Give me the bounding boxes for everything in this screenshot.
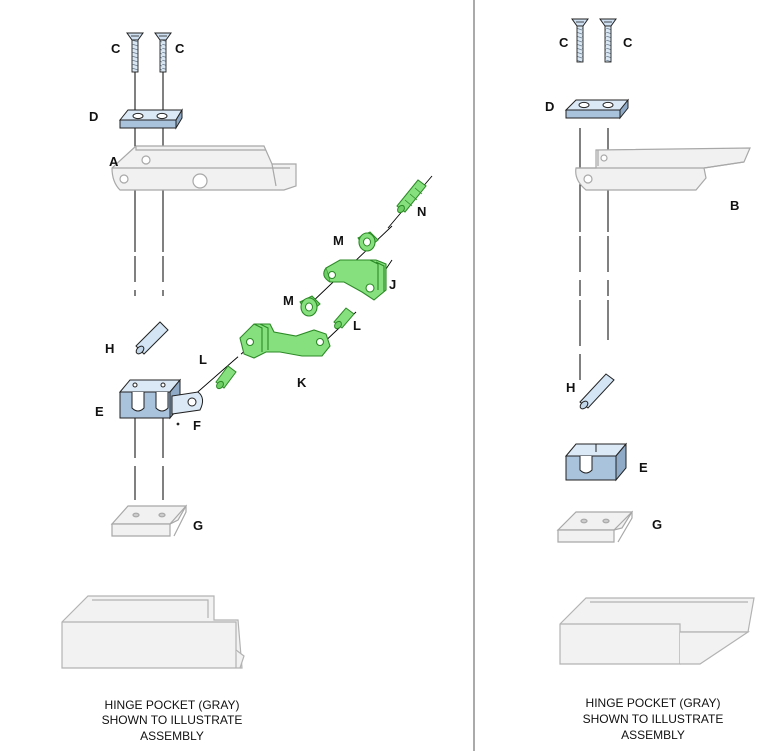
label-m-upper: M [333,233,344,248]
label-g-right: G [652,517,662,532]
caption-left-line-3: ASSEMBLY [140,729,204,743]
link-j [323,259,387,301]
label-c-right-1: C [559,35,569,50]
label-e-right: E [639,460,648,475]
plate-d-right [564,98,630,120]
caption-right-line-3: ASSEMBLY [621,728,685,742]
pin-h-left [135,321,169,355]
base-g-right [556,510,634,543]
screw-c-left-1 [126,32,144,73]
label-e: E [95,404,104,419]
label-h: H [105,341,114,356]
pin-l-left [215,365,237,390]
caption-right-line-2: SHOWN TO ILLUSTRATE [583,712,724,726]
screw-c-right-1 [571,18,589,63]
hinge-a [111,145,297,191]
label-h-right: H [566,380,575,395]
caption-left: HINGE POCKET (GRAY) SHOWN TO ILLUSTRATE … [102,698,243,743]
screw-c-right-2 [599,18,617,63]
left-panel: C C D A N M J M L H L K E F G HINGE POCK… [61,32,433,743]
label-c-2: C [175,41,185,56]
caption-right: HINGE POCKET (GRAY) SHOWN TO ILLUSTRATE … [583,696,724,742]
label-l-left: L [199,352,207,367]
label-b: B [730,198,739,213]
caption-right-line-1: HINGE POCKET (GRAY) [586,696,721,710]
caption-left-line-2: SHOWN TO ILLUSTRATE [102,713,243,727]
label-k: K [297,375,307,390]
block-e-left [118,378,204,426]
right-panel: C C D B H E G HINGE POCKET (GRAY) SHOWN … [545,18,755,742]
label-d-right: D [545,99,554,114]
hinge-b [575,147,751,191]
axis-lines-left [134,70,164,500]
bushing-m-lower [299,295,321,317]
label-l-right: L [353,318,361,333]
block-e-right [564,442,628,482]
pin-n [396,179,427,214]
pin-h-right [579,373,615,410]
bushing-m-upper [357,231,379,252]
pin-l-right [333,307,355,330]
link-k [239,323,331,359]
label-f: F [193,418,201,433]
label-a: A [109,154,119,169]
label-m-lower: M [283,293,294,308]
label-c-right-2: C [623,35,633,50]
hinge-pocket-left [61,595,245,669]
label-c-1: C [111,41,121,56]
plate-d-left [118,108,183,130]
labels-right: C C D B H E G [545,35,739,532]
label-n: N [417,204,426,219]
base-g-left [110,504,188,537]
label-j: J [389,277,396,292]
hinge-pocket-right [559,597,755,665]
label-g: G [193,518,203,533]
caption-left-line-1: HINGE POCKET (GRAY) [105,698,240,712]
label-d: D [89,109,98,124]
screw-c-left-2 [154,32,172,73]
labels-left: C C D A N M J M L H L K E F G [89,41,426,533]
